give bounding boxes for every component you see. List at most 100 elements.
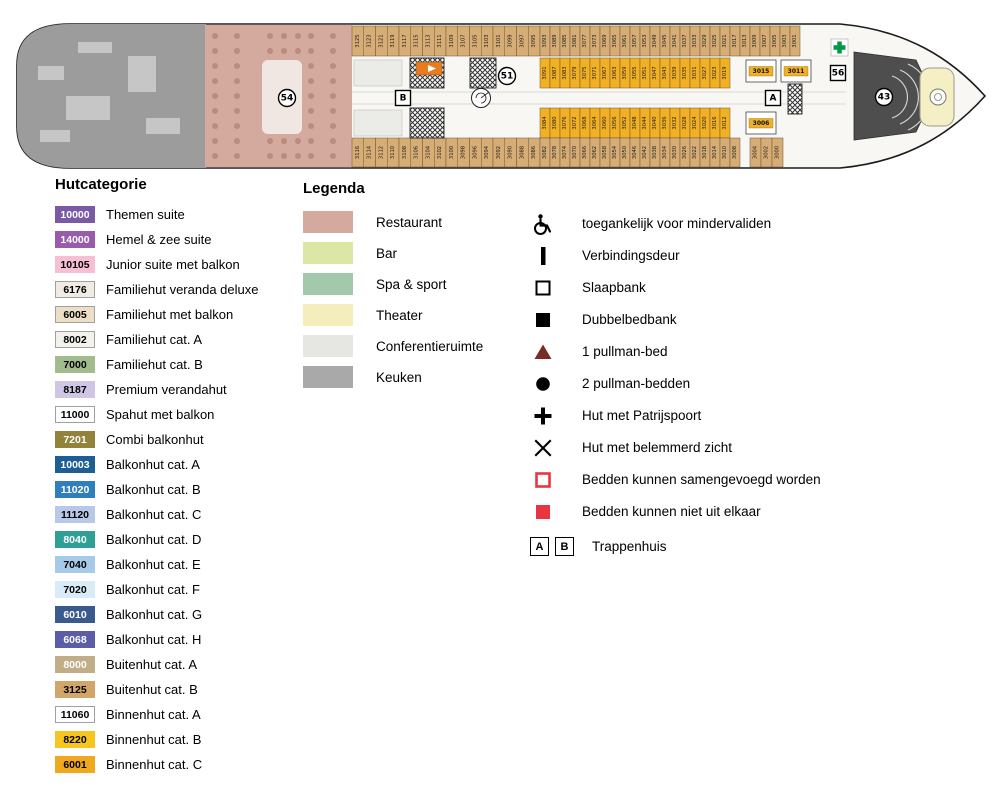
service-area xyxy=(415,61,443,76)
cabin-number: 3121 xyxy=(378,34,384,47)
cabin-number: 3067 xyxy=(602,66,608,79)
cabin-category-label: Binnenhut cat. B xyxy=(106,732,202,747)
stair-block xyxy=(469,57,497,89)
cabin-number: 3041 xyxy=(672,34,678,47)
cabin-number: 3048 xyxy=(632,116,638,129)
deck-marker-A: A xyxy=(764,89,782,107)
cabin-number: 3106 xyxy=(414,146,420,159)
cabin-category-badge: 11060 xyxy=(55,706,95,723)
symbol-legend-label: Slaapbank xyxy=(582,280,646,295)
cabin-number: 3108 xyxy=(402,146,408,159)
cabin-number: 3013 xyxy=(742,34,748,47)
cabin-number: 3051 xyxy=(642,66,648,79)
cabin-number: 3014 xyxy=(712,145,718,159)
cabin-number: 3035 xyxy=(682,66,688,79)
cabin-category-badge: 14000 xyxy=(55,231,95,248)
symbol-legend-item: Hut met belemmerd zicht xyxy=(530,436,970,459)
cabin-3008 xyxy=(729,137,741,168)
cabin-category-badge: 7201 xyxy=(55,431,95,448)
cabin-category-badge: 7020 xyxy=(55,581,95,598)
cabin-number: 3089 xyxy=(552,34,558,47)
cabin-number: 3029 xyxy=(702,34,708,47)
double-sofa-bed-icon xyxy=(530,308,556,332)
cabin-category-label: Binnenhut cat. C xyxy=(106,757,203,772)
cabin-number: 3072 xyxy=(572,116,578,129)
cabin-category-badge: 10105 xyxy=(55,256,95,273)
cabin-number: 3107 xyxy=(461,34,467,47)
cabin-number: 3114 xyxy=(367,145,373,159)
cabin-number: 3059 xyxy=(622,66,628,79)
pullman-1-icon xyxy=(530,340,556,364)
cabin-3019 xyxy=(719,57,731,89)
cabin-category-label: Balkonhut cat. A xyxy=(106,457,200,472)
cabin-3006: 3006 xyxy=(745,111,777,135)
cabin-number: 3037 xyxy=(682,34,688,47)
cabin-number: 3113 xyxy=(425,34,431,47)
symbol-legend-label: Bedden kunnen niet uit elkaar xyxy=(582,504,761,519)
cabin-number: 3073 xyxy=(592,34,598,47)
symbol-legend-label: Dubbelbedbank xyxy=(582,312,677,327)
cabin-number: 3100 xyxy=(449,146,455,159)
deck-marker-B: B xyxy=(394,89,412,107)
cabin-number: 3053 xyxy=(642,34,648,47)
deck-marker-label: 54 xyxy=(281,94,294,104)
cabin-number: 3003 xyxy=(782,34,788,47)
cabin-number: 3006 xyxy=(753,120,770,127)
pullman-2-icon xyxy=(530,372,556,396)
cabin-number: 3031 xyxy=(692,66,698,79)
cabin-number: 3015 xyxy=(753,68,770,75)
cabin-number: 3117 xyxy=(402,34,408,47)
deck-marker-label: 43 xyxy=(878,93,891,103)
symbol-legend-label: Bedden kunnen samengevoegd worden xyxy=(582,472,821,487)
cabin-number: 3080 xyxy=(552,116,558,129)
legenda-color-swatch xyxy=(303,366,353,388)
cabin-number: 3079 xyxy=(572,66,578,79)
cabin-category-badge: 8002 xyxy=(55,331,95,348)
cabin-number: 3094 xyxy=(484,145,490,159)
cabin-number: 3092 xyxy=(496,146,502,159)
cabin-number: 3070 xyxy=(572,146,578,159)
cabin-number: 3105 xyxy=(472,34,478,47)
deck-marker-51: 51 xyxy=(497,66,517,86)
cabin-number: 3017 xyxy=(732,34,738,47)
deck-marker-label: 56 xyxy=(832,69,845,79)
cabin-category-badge: 11000 xyxy=(55,406,95,423)
cabin-category-label: Familiehut cat. B xyxy=(106,357,203,372)
cabin-category-badge: 6010 xyxy=(55,606,95,623)
legenda-item: Keuken xyxy=(303,366,483,388)
cabin-category-label: Spahut met balkon xyxy=(106,407,215,422)
cabin-number: 3060 xyxy=(602,116,608,129)
conference-room xyxy=(353,59,403,87)
symbol-legend-item: Bedden kunnen samengevoegd worden xyxy=(530,468,970,491)
deck-marker-43: 43 xyxy=(874,87,894,107)
cabin-category-label: Balkonhut cat. B xyxy=(106,482,201,497)
cabin-number: 3043 xyxy=(662,66,668,79)
cabin-number: 3069 xyxy=(602,34,608,47)
cabin-number: 3010 xyxy=(722,146,728,159)
cabin-number: 3116 xyxy=(355,146,361,159)
legenda-item: Conferentieruimte xyxy=(303,335,483,357)
symbol-legend-item: Bedden kunnen niet uit elkaar xyxy=(530,500,970,523)
hutcategorie-item: 10003 Balkonhut cat. A xyxy=(55,456,315,473)
cabin-number: 3091 xyxy=(542,66,548,79)
hutcategorie-title: Hutcategorie xyxy=(55,176,147,193)
cabin-category-badge: 10003 xyxy=(55,456,95,473)
cabin-number: 3066 xyxy=(582,146,588,159)
cabin-category-label: Balkonhut cat. C xyxy=(106,507,202,522)
cabin-number: 3087 xyxy=(552,66,558,79)
legenda-label: Restaurant xyxy=(376,214,443,230)
cabin-number: 3027 xyxy=(702,66,708,79)
cabin-number: 3054 xyxy=(612,145,618,159)
